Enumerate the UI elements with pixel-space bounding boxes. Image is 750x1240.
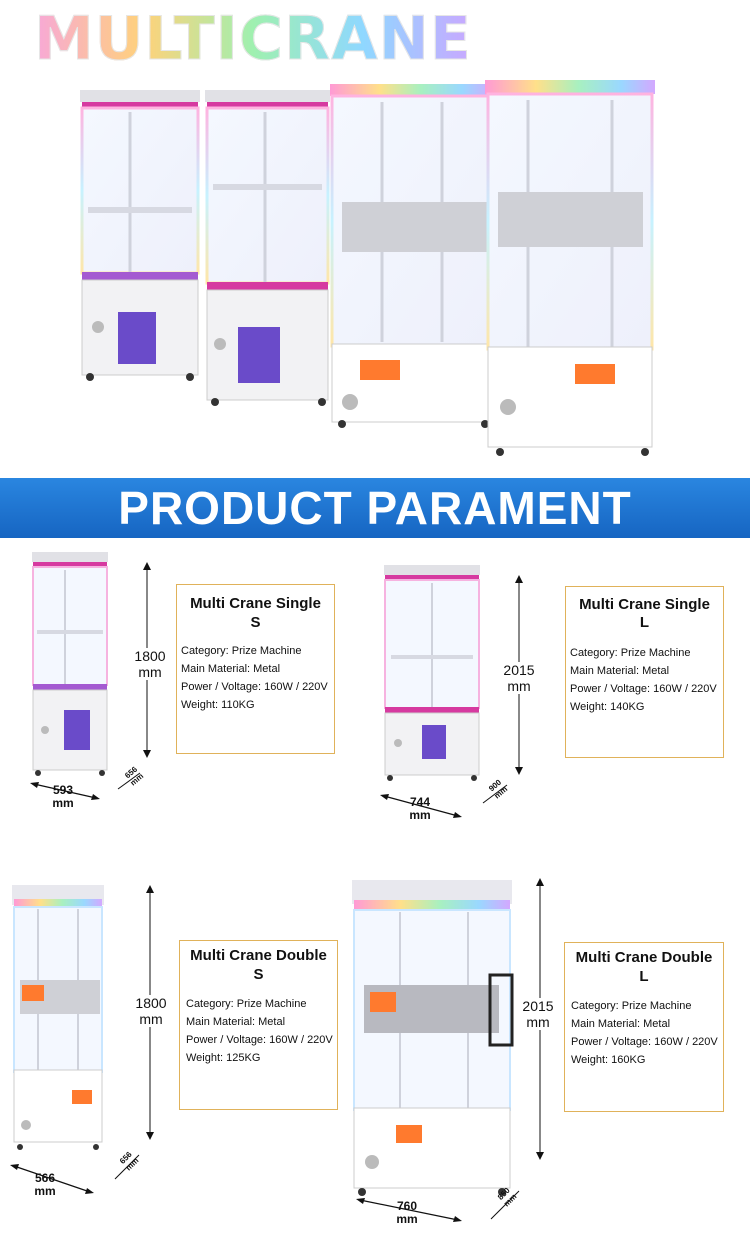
height-unit: mm — [139, 1011, 163, 1027]
spec-category: Category: Prize Machine — [186, 998, 307, 1010]
hero-machine-double-l — [485, 80, 655, 456]
width-arrow-3 — [10, 1164, 94, 1194]
depth-arrow-3 — [114, 1154, 140, 1180]
hero-machine-double-s — [330, 84, 495, 428]
depth-arrow-1 — [117, 772, 141, 790]
width-label-2: 744 mm — [405, 796, 435, 822]
hero-machines-image — [80, 80, 655, 456]
product-image-double-l — [352, 880, 514, 1196]
spec-power: Power / Voltage: 160W / 220V — [570, 683, 717, 695]
width-value: 593 — [52, 783, 74, 797]
width-arrow-1 — [30, 782, 100, 800]
height-label-4: 2015 mm — [517, 998, 559, 1030]
width-value: 760 — [396, 1199, 418, 1213]
height-unit: mm — [507, 678, 531, 694]
spec-card-double-l: Multi Crane Double L Category: Prize Mac… — [564, 942, 724, 1112]
spec-weight: Weight: 110KG — [181, 699, 255, 711]
height-value: 1800 — [135, 995, 167, 1011]
spec-category: Category: Prize Machine — [181, 645, 302, 657]
height-value: 2015 — [503, 662, 535, 678]
width-unit: mm — [409, 808, 431, 822]
spec-title-line2: L — [639, 968, 649, 985]
height-value: 2015 — [522, 998, 554, 1014]
spec-weight: Weight: 140KG — [570, 701, 645, 713]
width-unit: mm — [34, 1184, 56, 1198]
product-image-single-l — [384, 565, 480, 781]
spec-material: Main Material: Metal — [571, 1018, 671, 1030]
width-unit: mm — [396, 1212, 418, 1226]
spec-material: Main Material: Metal — [181, 663, 281, 675]
spec-category: Category: Prize Machine — [571, 1000, 692, 1012]
width-label-4: 760 mm — [390, 1200, 424, 1226]
section-banner: PRODUCT PARAMENT — [0, 478, 750, 538]
spec-power: Power / Voltage: 160W / 220V — [571, 1036, 718, 1048]
height-label-3: 1800 mm — [131, 995, 171, 1027]
width-unit: mm — [52, 796, 74, 810]
spec-title-line1: Multi Crane Double — [190, 947, 327, 964]
width-label-3: 566 mm — [28, 1172, 62, 1198]
spec-title-line2: L — [639, 614, 650, 631]
height-unit: mm — [138, 664, 162, 680]
height-label-2: 2015 mm — [499, 662, 539, 694]
spec-card-double-s: Multi Crane Double S Category: Prize Mac… — [179, 940, 338, 1110]
spec-title-line1: Multi Crane Single — [190, 595, 321, 612]
spec-title-line2: S — [250, 614, 261, 631]
spec-power: Power / Voltage: 160W / 220V — [186, 1034, 333, 1046]
depth-arrow-2 — [482, 784, 508, 804]
brand-logo: MULTICRANE — [34, 4, 472, 75]
height-unit: mm — [526, 1014, 550, 1030]
spec-card-single-s: Multi Crane Single S Category: Prize Mac… — [176, 584, 335, 754]
spec-material: Main Material: Metal — [186, 1016, 286, 1028]
width-value: 566 — [34, 1171, 56, 1185]
height-label-1: 1800 mm — [130, 648, 170, 680]
spec-title-line1: Multi Crane Double — [575, 949, 713, 966]
product-image-single-s — [32, 552, 108, 776]
hero-machine-single-l — [205, 90, 330, 406]
depth-arrow-4 — [490, 1190, 520, 1220]
spec-card-single-l: Multi Crane Single L Category: Prize Mac… — [565, 586, 724, 758]
spec-title-line2: S — [253, 966, 264, 983]
spec-title-line1: Multi Crane Single — [579, 596, 710, 613]
spec-weight: Weight: 160KG — [571, 1054, 646, 1066]
width-value: 744 — [409, 795, 431, 809]
product-image-double-s — [12, 885, 104, 1150]
spec-material: Main Material: Metal — [570, 665, 670, 677]
width-arrow-4 — [356, 1198, 462, 1222]
spec-category: Category: Prize Machine — [570, 647, 691, 659]
section-title: PRODUCT PARAMENT — [118, 482, 632, 534]
hero-machine-single-s — [80, 90, 200, 381]
spec-weight: Weight: 125KG — [186, 1052, 261, 1064]
width-label-1: 593 mm — [48, 784, 78, 810]
height-value: 1800 — [134, 648, 166, 664]
spec-power: Power / Voltage: 160W / 220V — [181, 681, 328, 693]
width-arrow-2 — [380, 794, 462, 818]
